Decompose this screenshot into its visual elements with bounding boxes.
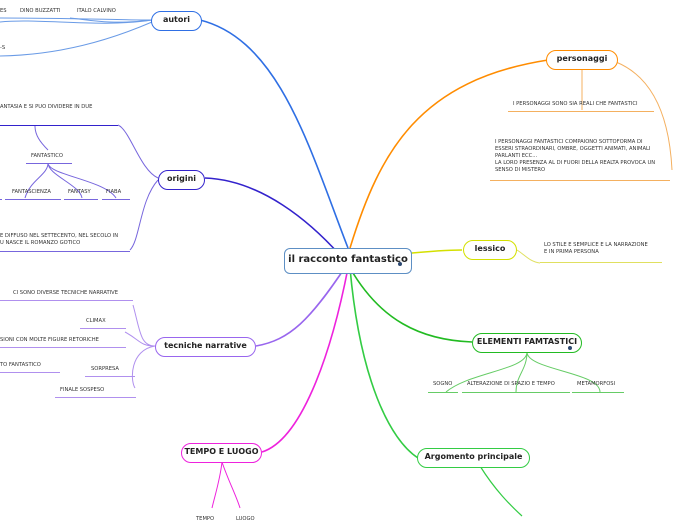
- autori-item-2: DINO BUZZATTI: [20, 8, 61, 14]
- tecniche-item-figure-retoriche-underline: [0, 347, 126, 348]
- tecniche-item-diverse: CI SONO DIVERSE TECNICHE NARRATIVE: [13, 290, 118, 296]
- autori-node[interactable]: autori: [151, 11, 202, 31]
- tecniche-item-finale-sospeso-underline: [55, 397, 136, 398]
- elementi-item-metamorfosi-underline: [572, 392, 624, 393]
- tecniche-narrative-node[interactable]: tecniche narrative: [155, 337, 256, 357]
- origini-sub-fantascienza-underline: [5, 199, 61, 200]
- tecniche-item-figure-retoriche: SIONI CON MOLTE FIGURE RETORICHE: [0, 337, 99, 343]
- elementi-item-alterazione: ALTERAZIONE DI SPAZIO E TEMPO: [467, 381, 555, 387]
- tecniche-item-climax: CLIMAX: [86, 318, 106, 324]
- tempo-item: TEMPO: [196, 516, 215, 522]
- personaggi-heading: I PERSONAGGI SONO SIA REALI CHE FANTASTI…: [513, 101, 638, 107]
- elementi-item-metamorfosi: METAMORFOSI: [577, 381, 616, 387]
- origini-sub-fantasy: FANTASY: [68, 189, 91, 195]
- origini-sub-fantascienza: FANTASCIENZA: [12, 189, 51, 195]
- origini-label: origini: [166, 174, 197, 183]
- elementi-fantastici-label: ELEMENTI FAMTASTICI: [476, 337, 578, 346]
- personaggi-node[interactable]: personaggi: [546, 50, 618, 70]
- origini-left-underline: [0, 199, 2, 200]
- personaggi-heading-underline: [508, 111, 654, 112]
- argomento-principale-node[interactable]: Argomento principale: [417, 448, 530, 468]
- lessico-underline: [540, 262, 662, 263]
- autori-item-4: -S: [0, 45, 6, 51]
- origini-fantastico: FANTASTICO: [31, 153, 63, 159]
- personaggi-label: personaggi: [556, 54, 608, 63]
- luogo-item: LUOGO: [236, 516, 255, 522]
- argomento-principale-label: Argomento principale: [424, 452, 523, 461]
- lessico-label: lessico: [474, 244, 506, 253]
- tecniche-item-climax-underline: [80, 328, 126, 329]
- central-topic-label: il racconto fantastico: [288, 254, 408, 265]
- origini-sub-fantasy-underline: [64, 199, 98, 200]
- autori-label: autori: [162, 15, 191, 24]
- elementi-fantastici-node[interactable]: ELEMENTI FAMTASTICI: [472, 333, 582, 353]
- personaggi-description-underline: [490, 180, 670, 181]
- autori-item-3: ITALO CALVINO: [77, 8, 116, 14]
- origini-sub-fiaba: FIABA: [106, 189, 122, 195]
- elementi-item-sogno: SOGNO: [433, 381, 453, 387]
- note-icon[interactable]: [398, 262, 402, 266]
- elementi-item-sogno-underline: [428, 392, 458, 393]
- tecniche-item-sorpresa: SORPRESA: [91, 366, 119, 372]
- tecniche-item-sorpresa-underline: [85, 376, 135, 377]
- central-topic[interactable]: il racconto fantastico: [284, 248, 412, 274]
- tempo-e-luogo-label: TEMPO E LUOGO: [184, 447, 259, 456]
- tecniche-item-diverse-underline: [0, 300, 133, 301]
- tempo-e-luogo-node[interactable]: TEMPO E LUOGO: [181, 443, 262, 463]
- elementi-item-alterazione-underline: [462, 392, 570, 393]
- note-icon[interactable]: [568, 346, 572, 350]
- origini-node[interactable]: origini: [158, 170, 205, 190]
- personaggi-description: I PERSONAGGI FANTASTICI COMPAIONO SOTTOF…: [495, 139, 656, 173]
- origini-top-underline: [0, 125, 118, 126]
- origini-bottom-text: E DIFFUSO NEL SETTECENTO, NEL SECOLO IN …: [0, 233, 119, 246]
- origini-bottom-underline: [0, 251, 130, 252]
- tecniche-item-fantastico: TO FANTASTICO: [0, 362, 41, 368]
- origini-sub-fiaba-underline: [102, 199, 130, 200]
- tecniche-item-fantastico-underline: [0, 372, 60, 373]
- lessico-node[interactable]: lessico: [463, 240, 517, 260]
- origini-fantastico-underline: [26, 163, 72, 164]
- origini-top-text: ANTASIA E SI PUO DIVIDERE IN DUE: [0, 104, 93, 110]
- tecniche-narrative-label: tecniche narrative: [164, 341, 247, 350]
- lessico-description: LO STILE E SEMPLICE E LA NARRAZIONE E IN…: [544, 242, 648, 255]
- tecniche-item-finale-sospeso: FINALE SOSPESO: [60, 387, 105, 393]
- autori-item-1: ES: [0, 8, 7, 14]
